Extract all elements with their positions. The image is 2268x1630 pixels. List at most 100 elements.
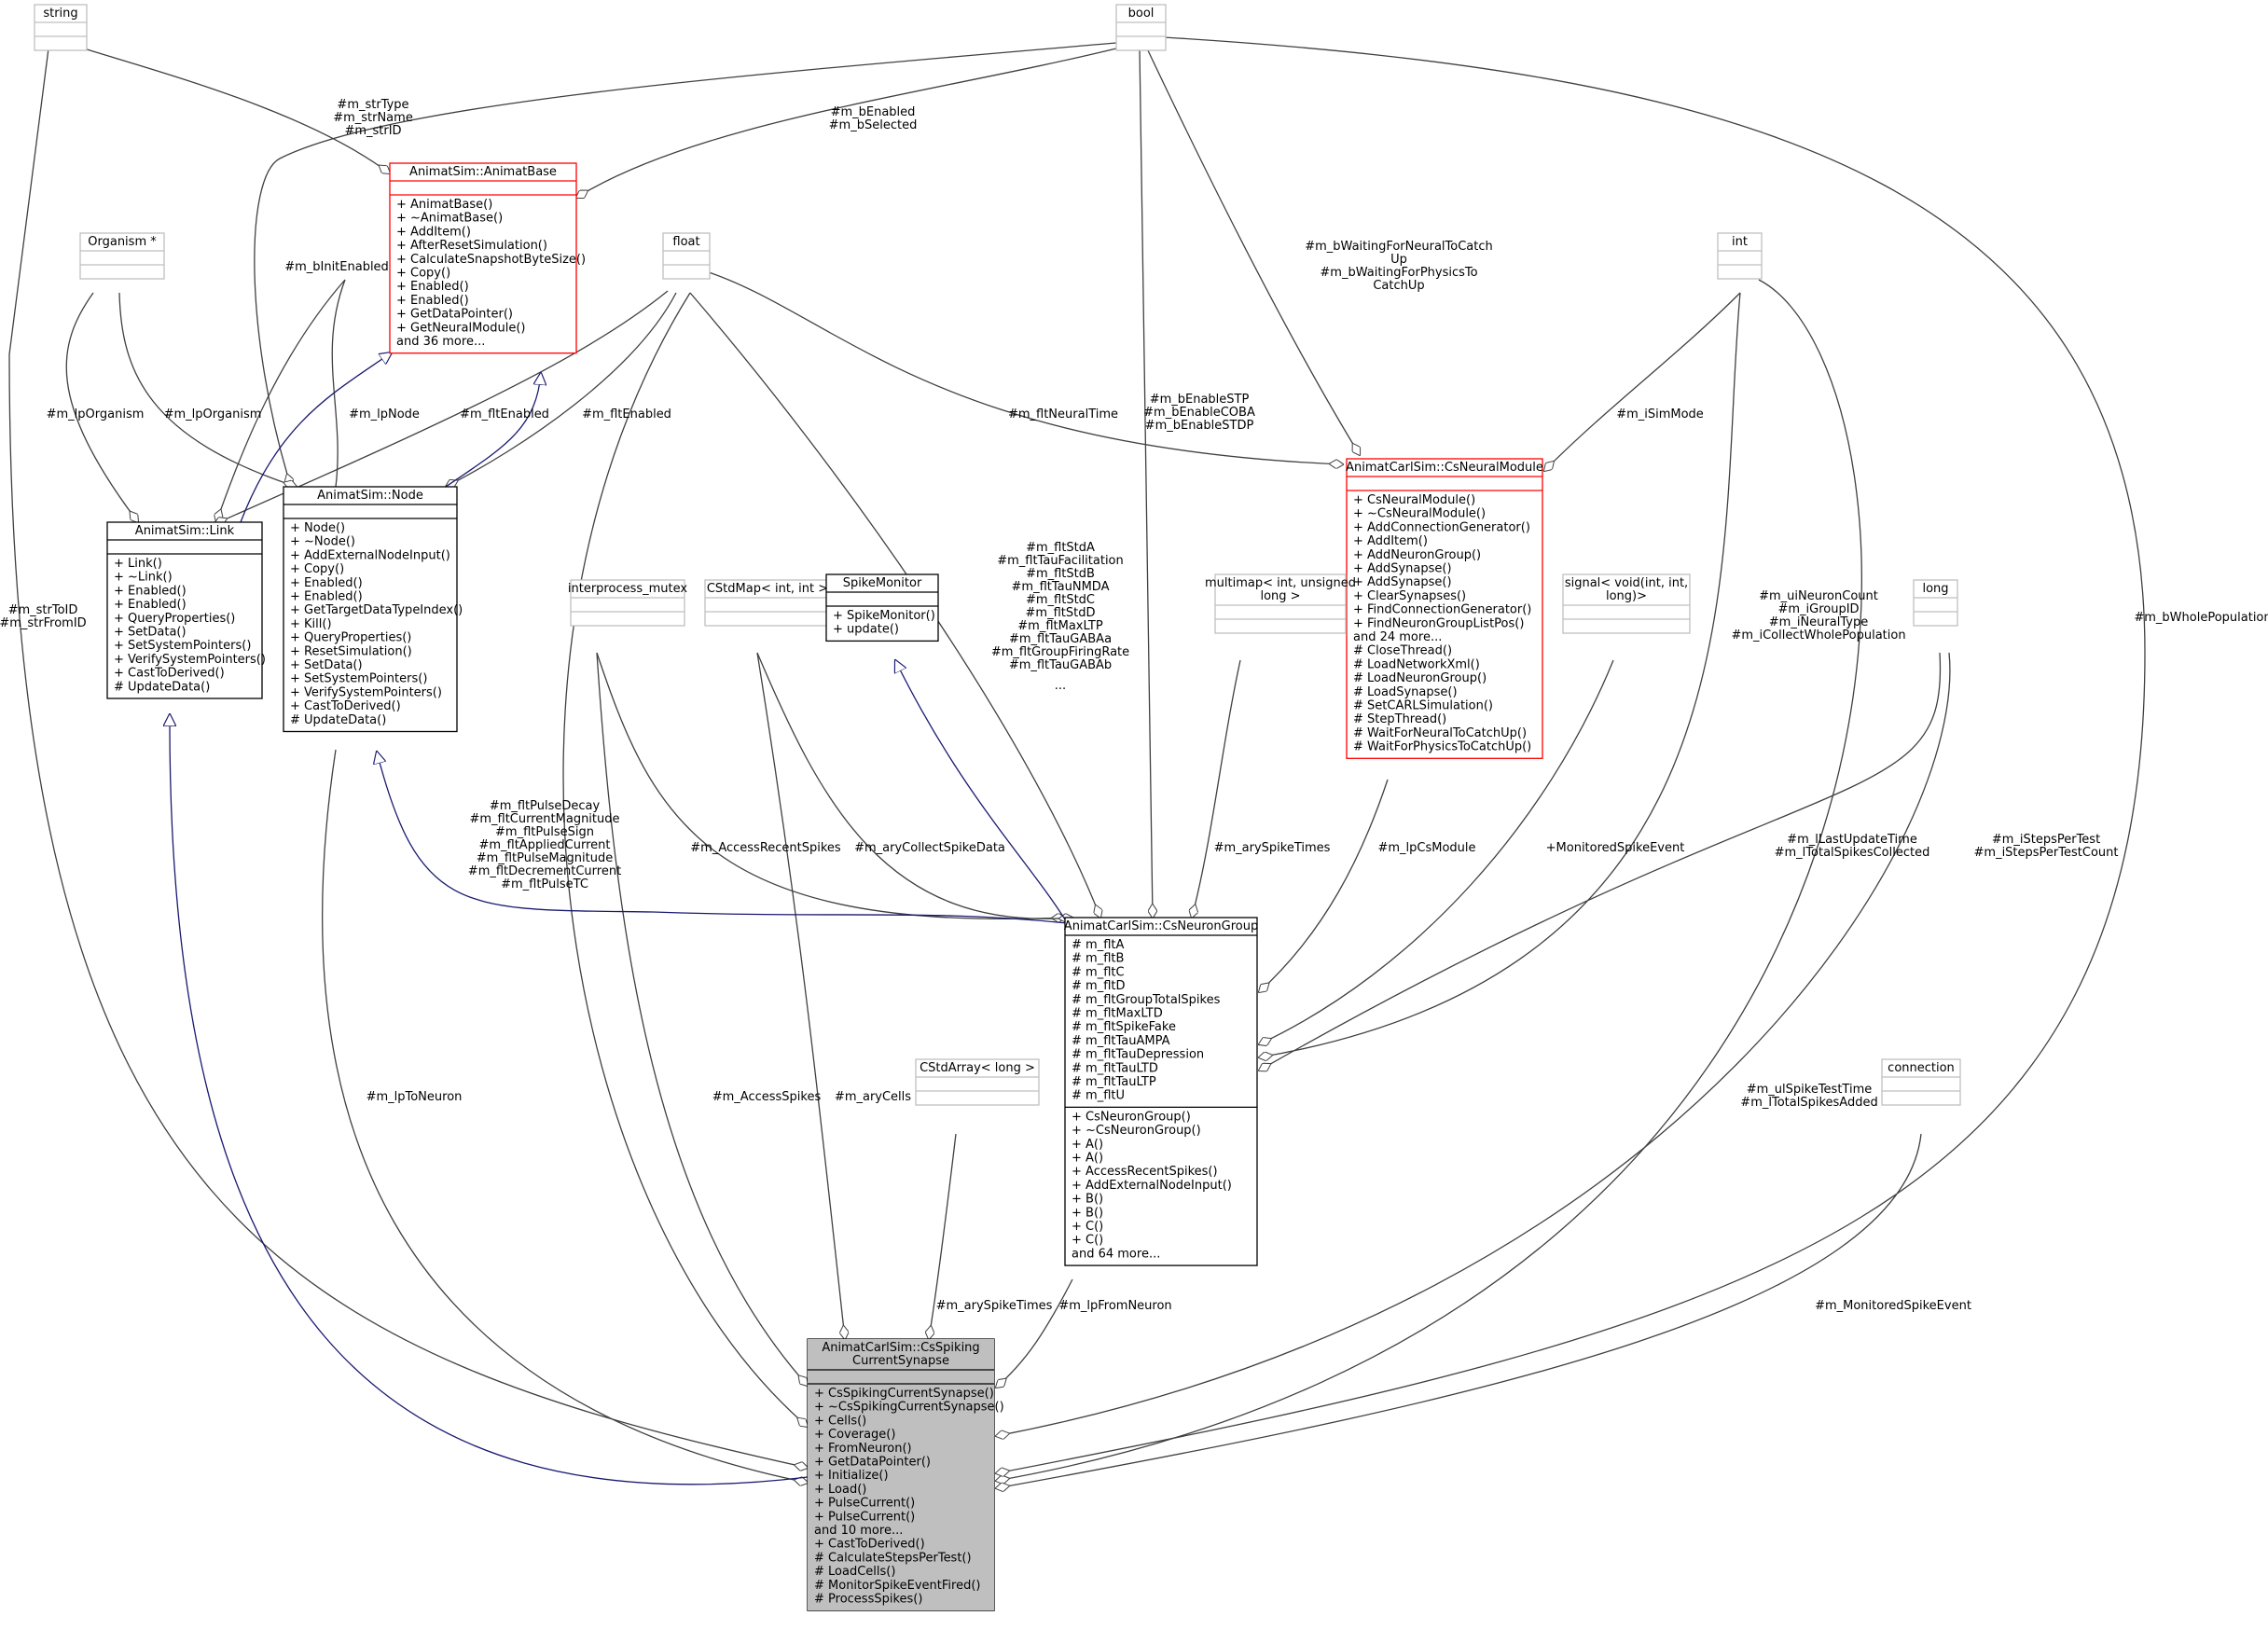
class-float-title: float	[672, 235, 699, 249]
class-node-method: + CastToDerived()	[290, 699, 401, 713]
label-simmode: #m_iSimMode	[1616, 408, 1704, 421]
label-str-members: #m_strType#m_strName#m_strID	[333, 98, 413, 138]
class-neurongroup-member: # m_fltTauAMPA	[1072, 1034, 1170, 1048]
class-float[interactable]: float	[662, 232, 711, 280]
class-neurongroup-method: + A()	[1072, 1152, 1103, 1166]
label-lpfromneuron: #m_lpFromNeuron	[1058, 1299, 1171, 1313]
class-link-method: + CastToDerived()	[114, 667, 225, 681]
class-neurongroup-method: and 64 more...	[1072, 1247, 1160, 1261]
class-neurongroup[interactable]: AnimatCarlSim::CsNeuronGroup# m_fltA# m_…	[1064, 917, 1258, 1266]
edge-interprocess-neurongroup	[596, 652, 1065, 919]
class-main[interactable]: AnimatCarlSim::CsSpikingCurrentSynapse+ …	[807, 1338, 1004, 1611]
class-link-title: AnimatSim::Link	[135, 524, 235, 538]
class-cstdmap-title: CStdMap< int, int >	[707, 582, 828, 596]
edge-bool-neuralmodule	[1146, 48, 1360, 455]
class-main-title: AnimatCarlSim::CsSpiking	[822, 1341, 979, 1355]
class-connection[interactable]: connection	[1881, 1058, 1961, 1106]
label-enable-flags: #m_bEnableSTP#m_bEnableCOBA#m_bEnableSTD…	[1143, 393, 1255, 433]
edge-float-main	[562, 292, 808, 1427]
class-cstdarray[interactable]: CStdArray< long >	[915, 1058, 1040, 1106]
label-neuraltime: #m_fltNeuralTime	[1008, 408, 1118, 421]
class-neurongroup-title: AnimatCarlSim::CsNeuronGroup	[1064, 919, 1258, 933]
class-neurongroup-member: # m_fltC	[1072, 965, 1125, 979]
edge-cstdmap-main	[756, 652, 845, 1339]
class-link-method: + Link()	[114, 557, 162, 571]
edge-int-main	[996, 279, 1862, 1481]
edge-bool-node	[254, 42, 1117, 487]
class-neurongroup-member: # m_fltA	[1072, 938, 1124, 952]
class-neuralmodule[interactable]: AnimatCarlSim::CsNeuralModule+ CsNeuralM…	[1346, 458, 1543, 759]
edge-float-node	[446, 292, 677, 487]
class-neuralmodule-method: # SetCARLSimulation()	[1353, 699, 1493, 713]
class-neuralmodule-method: + FindConnectionGenerator()	[1353, 603, 1531, 617]
class-long[interactable]: long	[1913, 579, 1958, 627]
class-animatbase-title: AnimatSim::AnimatBase	[409, 165, 557, 179]
class-node-method: + Node()	[290, 521, 345, 535]
class-bool[interactable]: bool	[1115, 4, 1167, 51]
class-node-method: + Copy()	[290, 562, 344, 576]
class-link-method: + ~Link()	[114, 571, 173, 585]
class-signal[interactable]: signal< void(int, int,long)>	[1562, 573, 1691, 634]
class-connection-frame	[1881, 1058, 1961, 1106]
edge-multimap-neurongroup	[1192, 659, 1241, 918]
edge-bool-animatbase	[576, 48, 1117, 198]
class-animatbase-method: + GetDataPointer()	[396, 308, 513, 322]
class-animatbase-method: + Enabled()	[396, 280, 469, 294]
class-neuralmodule-method: + ClearSynapses()	[1353, 589, 1466, 603]
inherit-neurongroup-spikemonitor	[895, 660, 1066, 920]
class-animatbase[interactable]: AnimatSim::AnimatBase+ AnimatBase()+ ~An…	[389, 162, 586, 354]
class-node-method: + Kill()	[290, 617, 332, 631]
class-animatbase-method: + ~AnimatBase()	[396, 212, 503, 226]
class-animatbase-method: + Enabled()	[396, 294, 469, 308]
class-neurongroup-frame	[1064, 917, 1258, 1266]
class-main-method: + ~CsSpikingCurrentSynapse()	[814, 1401, 1004, 1415]
class-link-method: + QueryProperties()	[114, 612, 235, 626]
label-init-enabled: #m_bInitEnabled	[284, 260, 389, 274]
class-cstdmap[interactable]: CStdMap< int, int >	[704, 579, 831, 627]
label-lporganism-node: #m_lpOrganism	[164, 408, 262, 421]
class-interprocess[interactable]: interprocess_mutex	[568, 579, 688, 627]
class-neurongroup-member: # m_fltMaxLTD	[1072, 1007, 1163, 1021]
edge-float-link	[214, 290, 669, 524]
edge-signal-neurongroup	[1259, 659, 1614, 1044]
class-node-method: + QueryProperties()	[290, 631, 411, 645]
class-link-method: + SetData()	[114, 626, 187, 640]
class-spikemonitor-frame	[825, 573, 939, 642]
edge-organism-node	[118, 292, 297, 487]
class-neurongroup-method: + B()	[1072, 1206, 1103, 1220]
edge-cstdmap-neurongroup	[756, 652, 1072, 919]
class-string[interactable]: string	[34, 4, 88, 51]
class-neurongroup-method: + ~CsNeuronGroup()	[1072, 1124, 1201, 1138]
class-main-method: # CalculateStepsPerTest()	[814, 1551, 972, 1565]
class-spikemonitor[interactable]: SpikeMonitor+ SpikeMonitor()+ update()	[825, 573, 939, 642]
class-animatbase-method: + Copy()	[396, 267, 450, 281]
class-main-method: # LoadCells()	[814, 1565, 895, 1579]
label-collectspikedata: #m_aryCollectSpikeData	[854, 841, 1005, 855]
class-int-title: int	[1732, 235, 1748, 249]
class-neurongroup-member: # m_fltSpikeFake	[1072, 1020, 1176, 1034]
class-neuralmodule-method: + AddNeuronGroup()	[1353, 548, 1481, 562]
class-neuralmodule-frame	[1346, 458, 1543, 759]
class-spikemonitor-method: + SpikeMonitor()	[833, 609, 935, 623]
class-neuralmodule-method: # LoadNeuronGroup()	[1353, 671, 1487, 685]
label-spiketesttime: #m_ulSpikeTestTime#m_lTotalSpikesAdded	[1740, 1083, 1877, 1110]
edge-long-neurongroup	[1259, 652, 1942, 1071]
class-node-method: + GetTargetDataTypeIndex()	[290, 603, 463, 617]
class-neurongroup-method: + B()	[1072, 1193, 1103, 1207]
class-main-method: # ProcessSpikes()	[814, 1593, 922, 1607]
label-lpnode: #m_lpNode	[349, 408, 420, 421]
class-int[interactable]: int	[1717, 232, 1763, 280]
class-organism[interactable]: Organism *	[79, 232, 165, 280]
class-main-method: + Load()	[814, 1483, 866, 1497]
class-link[interactable]: AnimatSim::Link+ Link()+ ~Link()+ Enable…	[106, 521, 266, 699]
class-link-method: # UpdateData()	[114, 680, 210, 694]
class-node[interactable]: AnimatSim::Node+ Node()+ ~Node()+ AddExt…	[283, 486, 463, 733]
class-spikemonitor-title: SpikeMonitor	[843, 576, 922, 590]
class-node-method: + SetData()	[290, 658, 363, 672]
inherit-node-animatbase	[445, 373, 541, 488]
class-interprocess-title: interprocess_mutex	[568, 582, 688, 596]
edge-organism-link	[65, 292, 138, 522]
class-neurongroup-method: + A()	[1072, 1138, 1103, 1152]
class-neuralmodule-method: # StepThread()	[1353, 712, 1446, 726]
